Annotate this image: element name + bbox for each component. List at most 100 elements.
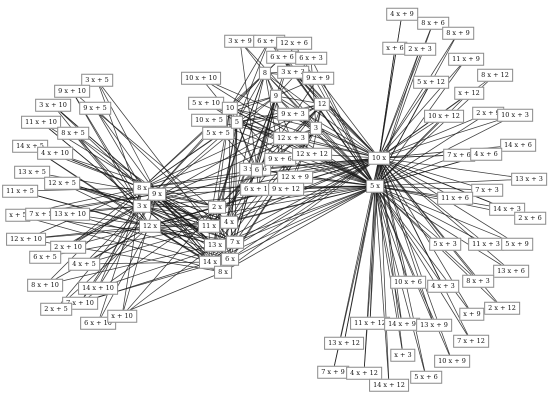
edge-h15-h6 bbox=[229, 107, 376, 187]
node-node-n23: 6 x + 10 bbox=[80, 316, 116, 330]
node-node-n41: 6 x + 12 bbox=[240, 182, 276, 196]
hub-node-h9: 4 x bbox=[220, 215, 238, 229]
edge-n47-h5 bbox=[378, 48, 421, 159]
node-node-n55: 10 x + 3 bbox=[497, 108, 533, 122]
edge-h9-h5 bbox=[228, 157, 380, 223]
edge-n19-h1 bbox=[44, 187, 143, 286]
hub-node-h7: 2 x bbox=[208, 200, 226, 214]
node-node-n70: 8 x + 3 bbox=[462, 274, 494, 288]
edge-h3-h10 bbox=[141, 205, 216, 246]
hub-node-h19: 8 bbox=[258, 66, 272, 80]
edge-n4-h2 bbox=[94, 107, 158, 195]
edge-n59-h5 bbox=[378, 157, 530, 180]
edge-h12-h20 bbox=[209, 121, 238, 263]
edge-n81-h6 bbox=[363, 185, 376, 374]
edge-n49-h5 bbox=[378, 58, 467, 159]
node-node-n16: 2 x + 10 bbox=[50, 240, 86, 254]
edge-n74-h6 bbox=[374, 185, 403, 325]
edge-n52-h5 bbox=[378, 92, 470, 159]
edge-h17-h5 bbox=[321, 103, 380, 159]
hub-node-h5: 10 x bbox=[367, 151, 391, 165]
node-node-n75: 13 x + 9 bbox=[416, 318, 452, 332]
edge-n15-h9 bbox=[25, 221, 230, 240]
edge-n8-h7 bbox=[54, 152, 218, 208]
edge-h13-h16 bbox=[229, 95, 277, 260]
node-node-n52: x + 12 bbox=[454, 86, 484, 100]
node-node-n2: 9 x + 10 bbox=[54, 84, 90, 98]
edge-n68-h5 bbox=[378, 157, 409, 283]
node-node-n19: 8 x + 10 bbox=[27, 278, 63, 292]
edge-h19-h20 bbox=[236, 72, 266, 123]
node-node-n59: 13 x + 3 bbox=[511, 172, 547, 186]
edge-h10-h5 bbox=[214, 157, 380, 246]
edge-h3-h8 bbox=[141, 205, 210, 227]
node-node-n33: 5 x + 10 bbox=[188, 96, 224, 110]
edge-h17-h6 bbox=[321, 103, 376, 187]
edge-h19-h3 bbox=[141, 72, 266, 207]
node-node-n12: x + 5 bbox=[5, 208, 31, 222]
hub-node-h13: 6 x bbox=[221, 252, 239, 266]
node-node-n24: x + 10 bbox=[107, 309, 137, 323]
edge-n82-h5 bbox=[378, 157, 390, 386]
node-node-n11: 11 x + 5 bbox=[2, 184, 38, 198]
edge-n53-h6 bbox=[374, 115, 445, 187]
edge-h9-h19 bbox=[228, 72, 266, 223]
node-node-n58: 4 x + 6 bbox=[470, 147, 502, 161]
hub-node-h16: 9 bbox=[269, 89, 283, 103]
node-node-n49: 11 x + 9 bbox=[448, 52, 484, 66]
node-node-n64: 5 x + 3 bbox=[429, 237, 461, 251]
node-node-n45: 8 x + 6 bbox=[417, 16, 449, 30]
hub-node-h18: 3 bbox=[309, 121, 323, 135]
node-node-n28: 6 x + 6 bbox=[266, 50, 298, 64]
node-node-n71: 2 x + 12 bbox=[484, 301, 520, 315]
node-node-n39: 9 x + 6 bbox=[264, 152, 296, 166]
edge-h21-h1 bbox=[141, 169, 258, 189]
node-node-n80: 7 x + 9 bbox=[317, 365, 349, 379]
node-node-n48: 8 x + 9 bbox=[442, 26, 474, 40]
edge-h2-h7 bbox=[156, 193, 218, 208]
hub-node-h15: 10 bbox=[221, 101, 239, 115]
edge-n23-h4 bbox=[97, 225, 151, 324]
node-node-n10: 12 x + 5 bbox=[44, 176, 80, 190]
node-node-n76: 7 x + 12 bbox=[453, 334, 489, 348]
node-node-n8: 4 x + 10 bbox=[37, 146, 73, 160]
node-node-n14: 13 x + 10 bbox=[50, 207, 90, 221]
node-node-n60: 7 x + 3 bbox=[471, 183, 503, 197]
node-node-n56: 14 x + 6 bbox=[500, 138, 536, 152]
edge-n64-h6 bbox=[374, 185, 446, 245]
edge-h13-h6 bbox=[229, 185, 376, 260]
hub-node-h20: 5 bbox=[230, 115, 244, 129]
node-node-n65: 11 x + 3 bbox=[468, 237, 504, 251]
hub-node-h12: 14 x bbox=[198, 255, 222, 269]
edge-h20-h21 bbox=[236, 121, 258, 171]
edge-n81-h5 bbox=[363, 157, 380, 374]
edge-n11-h10 bbox=[19, 190, 216, 246]
hub-node-h8: 11 x bbox=[197, 219, 221, 233]
hub-node-h21: 6 bbox=[250, 163, 264, 177]
edge-h21-h5 bbox=[256, 157, 380, 171]
edge-n54-h6 bbox=[374, 112, 489, 187]
node-node-n22: 2 x + 5 bbox=[40, 302, 72, 316]
node-node-n25: 3 x + 9 bbox=[224, 34, 256, 48]
edge-h16-h3 bbox=[141, 95, 277, 207]
hub-node-h2: 9 x bbox=[148, 187, 166, 201]
node-node-n17: 6 x + 5 bbox=[29, 250, 61, 264]
node-node-n78: x + 3 bbox=[390, 348, 416, 362]
hub-node-h3: 3 x bbox=[133, 199, 151, 213]
hub-node-h17: 12 bbox=[313, 97, 331, 111]
node-node-n81: 4 x + 12 bbox=[346, 366, 382, 380]
edge-n69-h6 bbox=[374, 185, 444, 287]
hub-node-h14: 8 x bbox=[214, 265, 232, 279]
node-node-n74: 14 x + 9 bbox=[384, 317, 420, 331]
node-node-n83: 5 x + 6 bbox=[410, 370, 442, 384]
edge-h14-h6 bbox=[222, 185, 376, 273]
node-node-n3: 3 x + 10 bbox=[35, 98, 71, 112]
edge-h12-h16 bbox=[209, 95, 277, 263]
hub-node-h11: 7 x bbox=[226, 235, 244, 249]
node-node-n36: 9 x + 3 bbox=[277, 107, 309, 121]
edge-n19-h4 bbox=[44, 225, 151, 286]
node-node-n51: 8 x + 12 bbox=[477, 68, 513, 82]
edge-n79-h6 bbox=[374, 185, 453, 362]
edge-h19-h5 bbox=[264, 72, 380, 159]
